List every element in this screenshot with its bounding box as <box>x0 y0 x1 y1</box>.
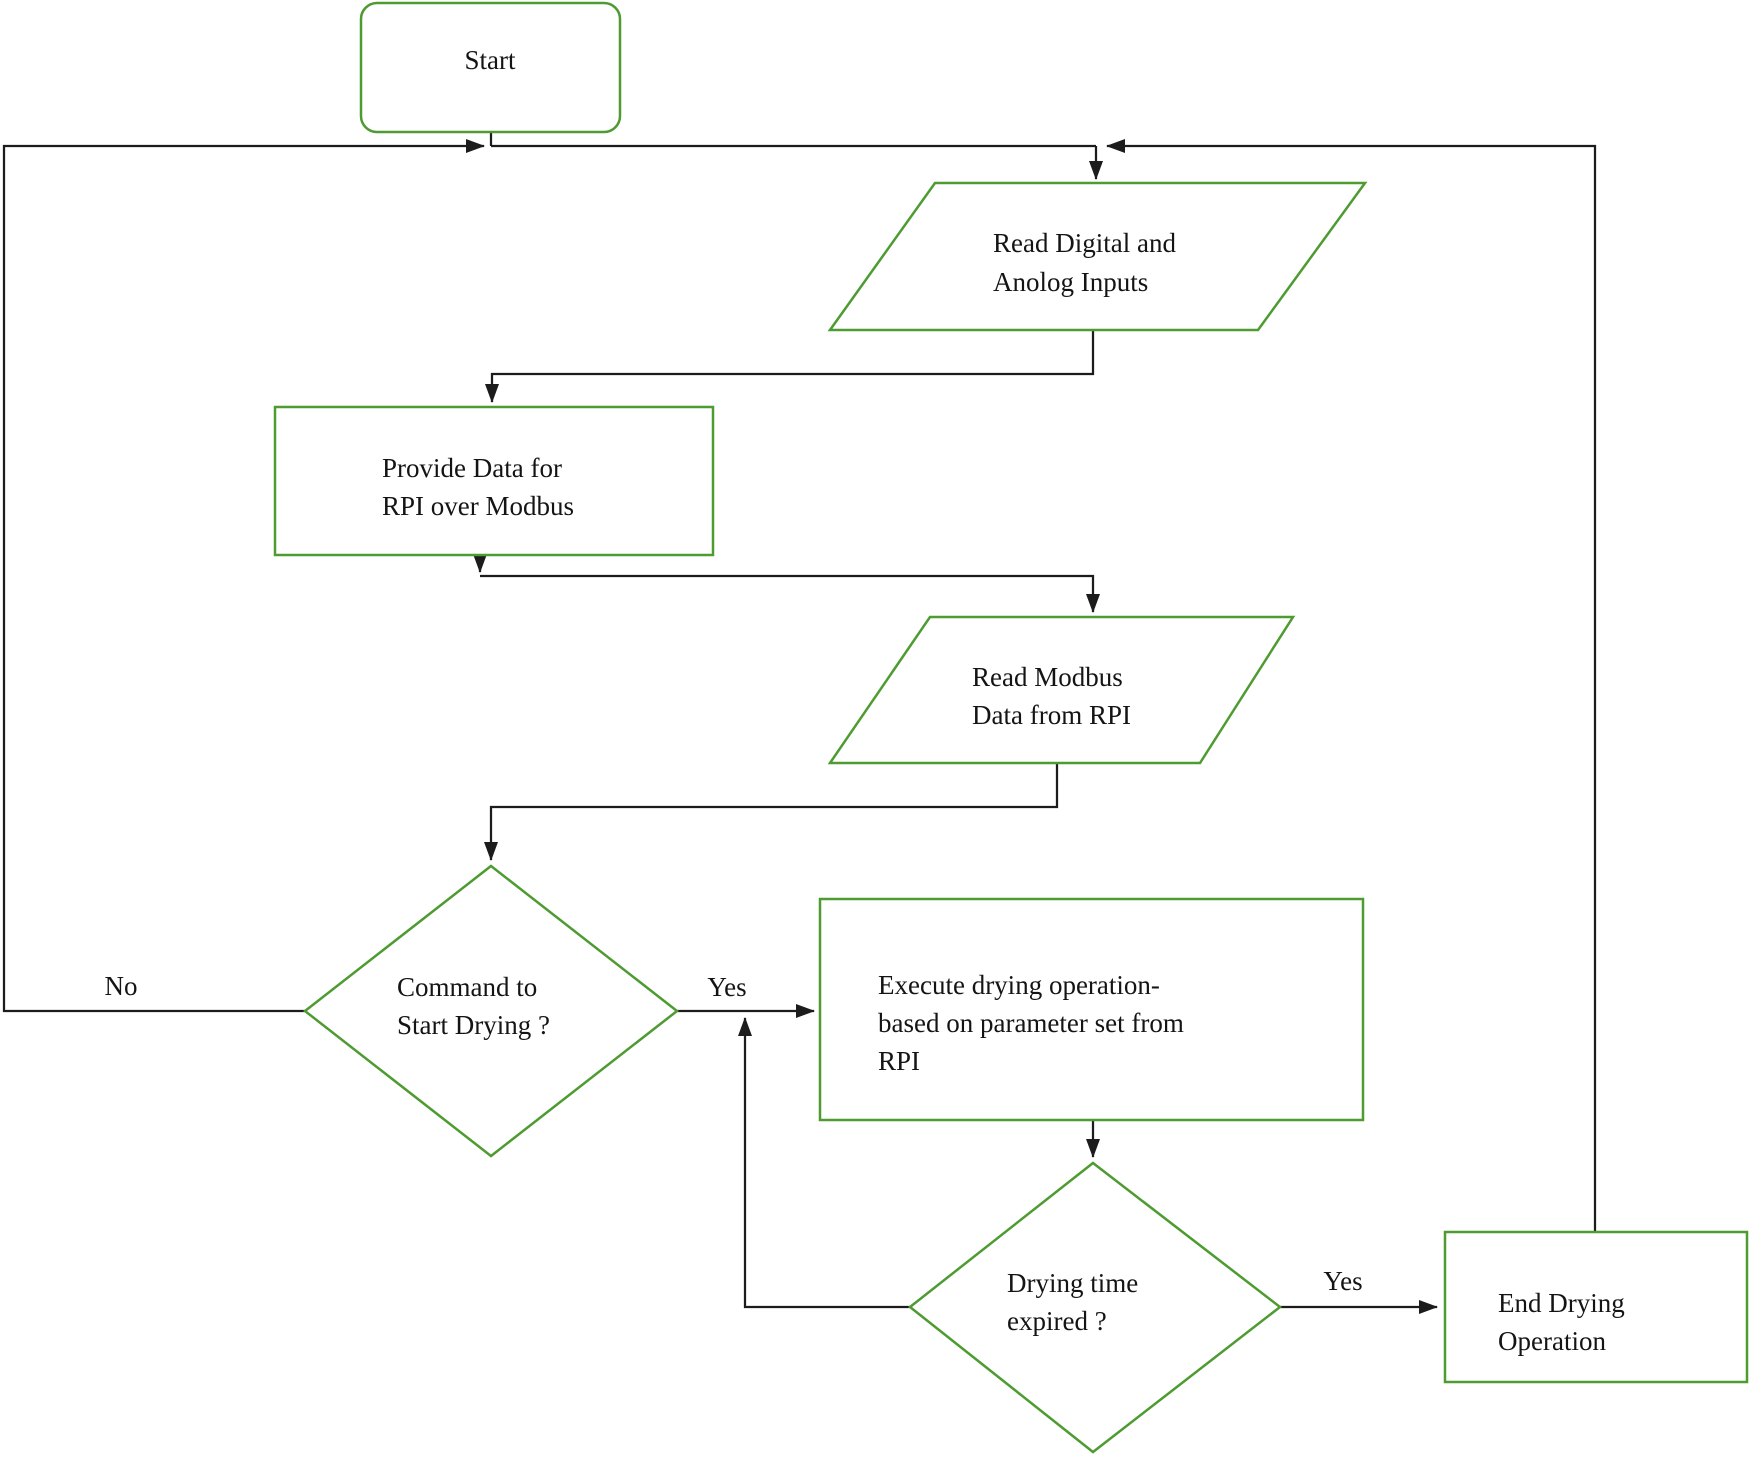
provide-data-label-line1: Provide Data for <box>382 453 562 483</box>
node-read-modbus: Read Modbus Data from RPI <box>827 615 1296 765</box>
edge-label-yes-command: Yes <box>707 972 746 1002</box>
edge-provide-to-read-modbus <box>480 574 1100 613</box>
edge-end-loop <box>1106 139 1597 1232</box>
edge-label-no: No <box>105 971 138 1001</box>
command-decision-label-line1: Command to <box>397 972 537 1002</box>
time-decision-node-shape <box>907 1161 1283 1454</box>
execute-drying-label-line1: Execute drying operation- <box>878 970 1160 1000</box>
node-execute-drying: Execute drying operation- based on param… <box>818 897 1365 1122</box>
node-provide-data: Provide Data for RPI over Modbus <box>273 405 715 557</box>
edges <box>2 132 1597 1314</box>
node-start: Start <box>359 1 622 134</box>
edge-time-no-loop <box>738 1017 910 1309</box>
execute-drying-label-line2: based on parameter set from <box>878 1008 1184 1038</box>
read-inputs-node-shape <box>827 181 1368 332</box>
execute-drying-node-shape <box>818 897 1365 1122</box>
command-decision-label-line2: Start Drying ? <box>397 1010 550 1040</box>
edge-label-yes-time: Yes <box>1323 1266 1362 1296</box>
end-drying-label-line1: End Drying <box>1498 1288 1625 1318</box>
edge-no-loop <box>2 139 485 1013</box>
node-time-decision: Drying time expired ? <box>907 1161 1283 1454</box>
node-end-drying: End Drying Operation <box>1443 1230 1749 1384</box>
time-decision-label-line2: expired ? <box>1007 1306 1107 1336</box>
read-inputs-label-line1: Read Digital and <box>993 228 1176 258</box>
command-decision-node-shape <box>302 864 680 1158</box>
start-node-label: Start <box>465 45 516 75</box>
node-read-inputs: Read Digital and Anolog Inputs <box>827 181 1368 332</box>
read-modbus-node-shape <box>827 615 1296 765</box>
edge-read-modbus-to-command <box>484 763 1059 861</box>
read-inputs-label-line2: Anolog Inputs <box>993 267 1148 297</box>
end-drying-label-line2: Operation <box>1498 1326 1606 1356</box>
time-decision-label-line1: Drying time <box>1007 1268 1138 1298</box>
execute-drying-label-line3: RPI <box>878 1046 920 1076</box>
end-drying-node-shape <box>1443 1230 1749 1384</box>
provide-data-label-line2: RPI over Modbus <box>382 491 574 521</box>
node-command-decision: Command to Start Drying ? <box>302 864 680 1158</box>
start-node-shape <box>359 1 622 134</box>
read-modbus-label-line2: Data from RPI <box>972 700 1131 730</box>
provide-data-node-shape <box>273 405 715 557</box>
read-modbus-label-line1: Read Modbus <box>972 662 1123 692</box>
edge-read-inputs-to-provide <box>485 330 1095 403</box>
